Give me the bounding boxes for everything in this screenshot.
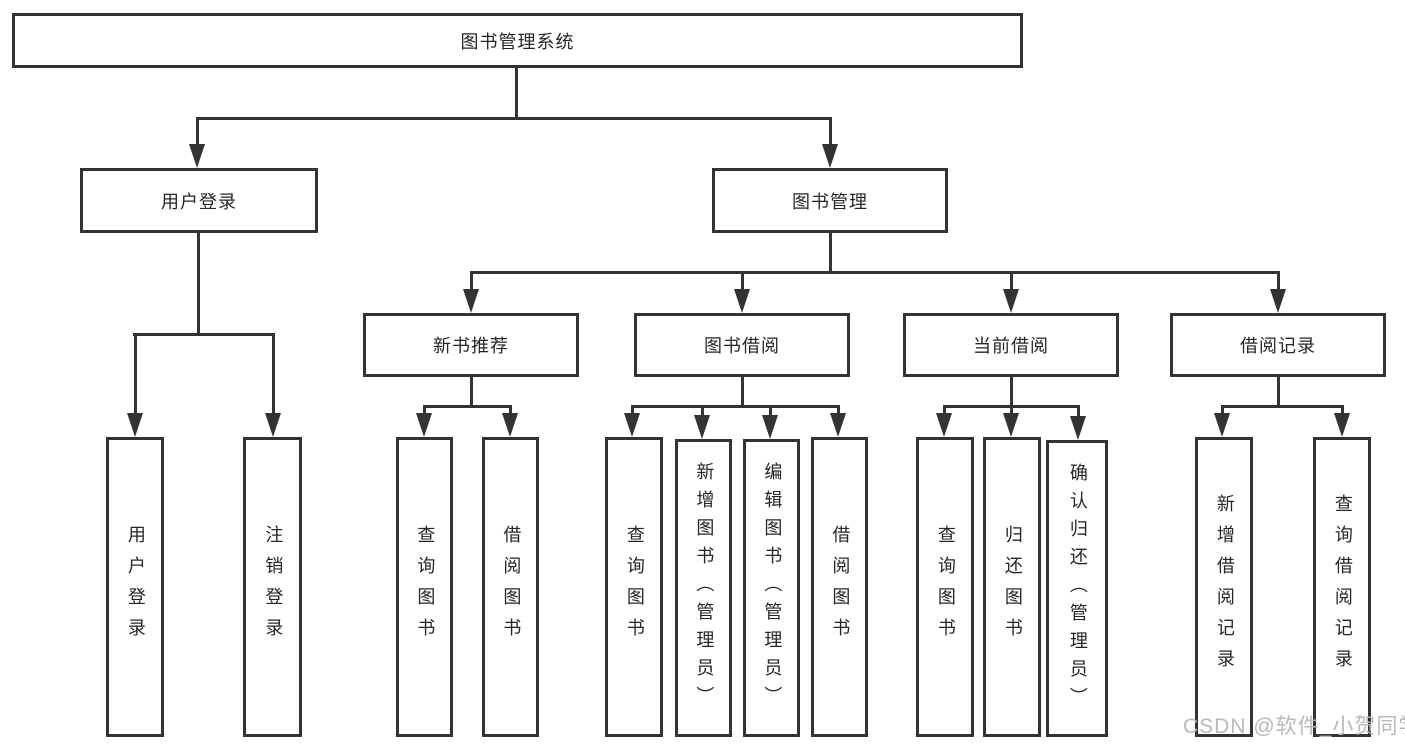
connector-stem: [272, 333, 275, 415]
leaf-label: 查询图书: [624, 525, 645, 649]
connector-bookmgmt-hbar: [470, 271, 1280, 274]
node-root-library-system: 图书管理系统: [12, 13, 1023, 68]
csdn-watermark: CSDN @软件_小贺同学: [1183, 715, 1405, 738]
connector-root-hbar: [196, 117, 832, 120]
connector-root-stem: [515, 68, 518, 119]
leaf-label: 归还图书: [1002, 525, 1023, 649]
connector-stem: [470, 271, 473, 293]
leaf-label: 编辑图书（管理员）: [762, 462, 783, 714]
node-borrowing-records: 借阅记录: [1170, 313, 1386, 377]
connector-stem: [134, 333, 137, 415]
connector-stem: [509, 405, 512, 417]
arrowhead: [936, 413, 952, 437]
leaf-label: 借阅图书: [501, 525, 522, 649]
leaf-query-borrow-record: 查询借阅记录: [1313, 437, 1371, 737]
arrowhead: [189, 144, 205, 168]
connector-stem: [829, 117, 832, 149]
arrowhead: [502, 413, 518, 437]
connector-borrowing-stem: [741, 377, 744, 408]
connector-stem: [1010, 271, 1013, 293]
connector-stem: [837, 405, 840, 417]
leaf-label: 新增借阅记录: [1214, 494, 1235, 680]
arrowhead: [1270, 289, 1286, 313]
node-book-management: 图书管理: [712, 168, 948, 233]
connector-stem: [631, 405, 634, 417]
connector-records-hbar: [1221, 405, 1344, 408]
arrowhead: [734, 289, 750, 313]
connector-records-stem: [1277, 377, 1280, 408]
arrowhead: [1003, 289, 1019, 313]
arrowhead: [1214, 413, 1230, 437]
arrowhead: [416, 413, 432, 437]
leaf-label: 借阅图书: [830, 525, 851, 649]
arrowhead: [127, 413, 143, 437]
node-user-login: 用户登录: [80, 168, 318, 233]
connector-userlogin-stem: [197, 233, 200, 336]
leaf-query-books-recommend: 查询图书: [396, 437, 453, 737]
connector-stem: [1221, 405, 1224, 417]
leaf-add-books-admin: 新增图书（管理员）: [675, 439, 732, 737]
leaf-add-borrow-record: 新增借阅记录: [1195, 437, 1253, 737]
leaf-label: 用户登录: [125, 525, 146, 649]
leaf-label: 新增图书（管理员）: [694, 462, 715, 714]
connector-userlogin-hbar: [133, 333, 275, 336]
connector-stem: [1010, 405, 1013, 417]
arrowhead: [1003, 413, 1019, 437]
connector-stem: [1277, 271, 1280, 293]
connector-recommend-stem: [470, 377, 473, 408]
node-current-borrowing: 当前借阅: [903, 313, 1119, 377]
leaf-borrow-books-recommend: 借阅图书: [482, 437, 539, 737]
connector-recommend-hbar: [423, 405, 512, 408]
node-book-borrowing: 图书借阅: [634, 313, 850, 377]
leaf-label: 查询图书: [935, 525, 956, 649]
arrowhead: [1070, 416, 1086, 440]
leaf-edit-books-admin: 编辑图书（管理员）: [743, 439, 800, 737]
connector-borrowing-hbar: [631, 405, 840, 408]
leaf-label: 查询借阅记录: [1332, 494, 1353, 680]
connector-current-stem: [1010, 377, 1013, 408]
arrowhead: [694, 415, 710, 439]
connector-bookmgmt-stem: [829, 233, 832, 274]
leaf-user-login: 用户登录: [106, 437, 164, 737]
connector-stem: [1341, 405, 1344, 417]
node-new-book-recommend: 新书推荐: [363, 313, 579, 377]
arrowhead: [1334, 413, 1350, 437]
arrowhead: [822, 144, 838, 168]
connector-stem: [701, 405, 704, 417]
leaf-return-books: 归还图书: [983, 437, 1041, 737]
connector-stem: [741, 271, 744, 293]
connector-stem: [423, 405, 426, 417]
arrowhead: [624, 413, 640, 437]
leaf-label: 确认归还（管理员）: [1067, 462, 1088, 715]
leaf-query-books-borrowing: 查询图书: [605, 437, 663, 737]
connector-stem: [196, 117, 199, 149]
leaf-borrow-books: 借阅图书: [811, 437, 868, 737]
leaf-query-books-current: 查询图书: [916, 437, 974, 737]
arrowhead: [463, 289, 479, 313]
leaf-confirm-return-admin: 确认归还（管理员）: [1046, 440, 1108, 737]
connector-stem: [943, 405, 946, 417]
arrowhead: [762, 415, 778, 439]
leaf-logout: 注销登录: [243, 437, 302, 737]
connector-stem: [769, 405, 772, 417]
connector-stem: [1077, 405, 1080, 417]
leaf-label: 注销登录: [263, 525, 284, 649]
arrowhead: [830, 413, 846, 437]
arrowhead: [265, 413, 281, 437]
leaf-label: 查询图书: [415, 525, 436, 649]
